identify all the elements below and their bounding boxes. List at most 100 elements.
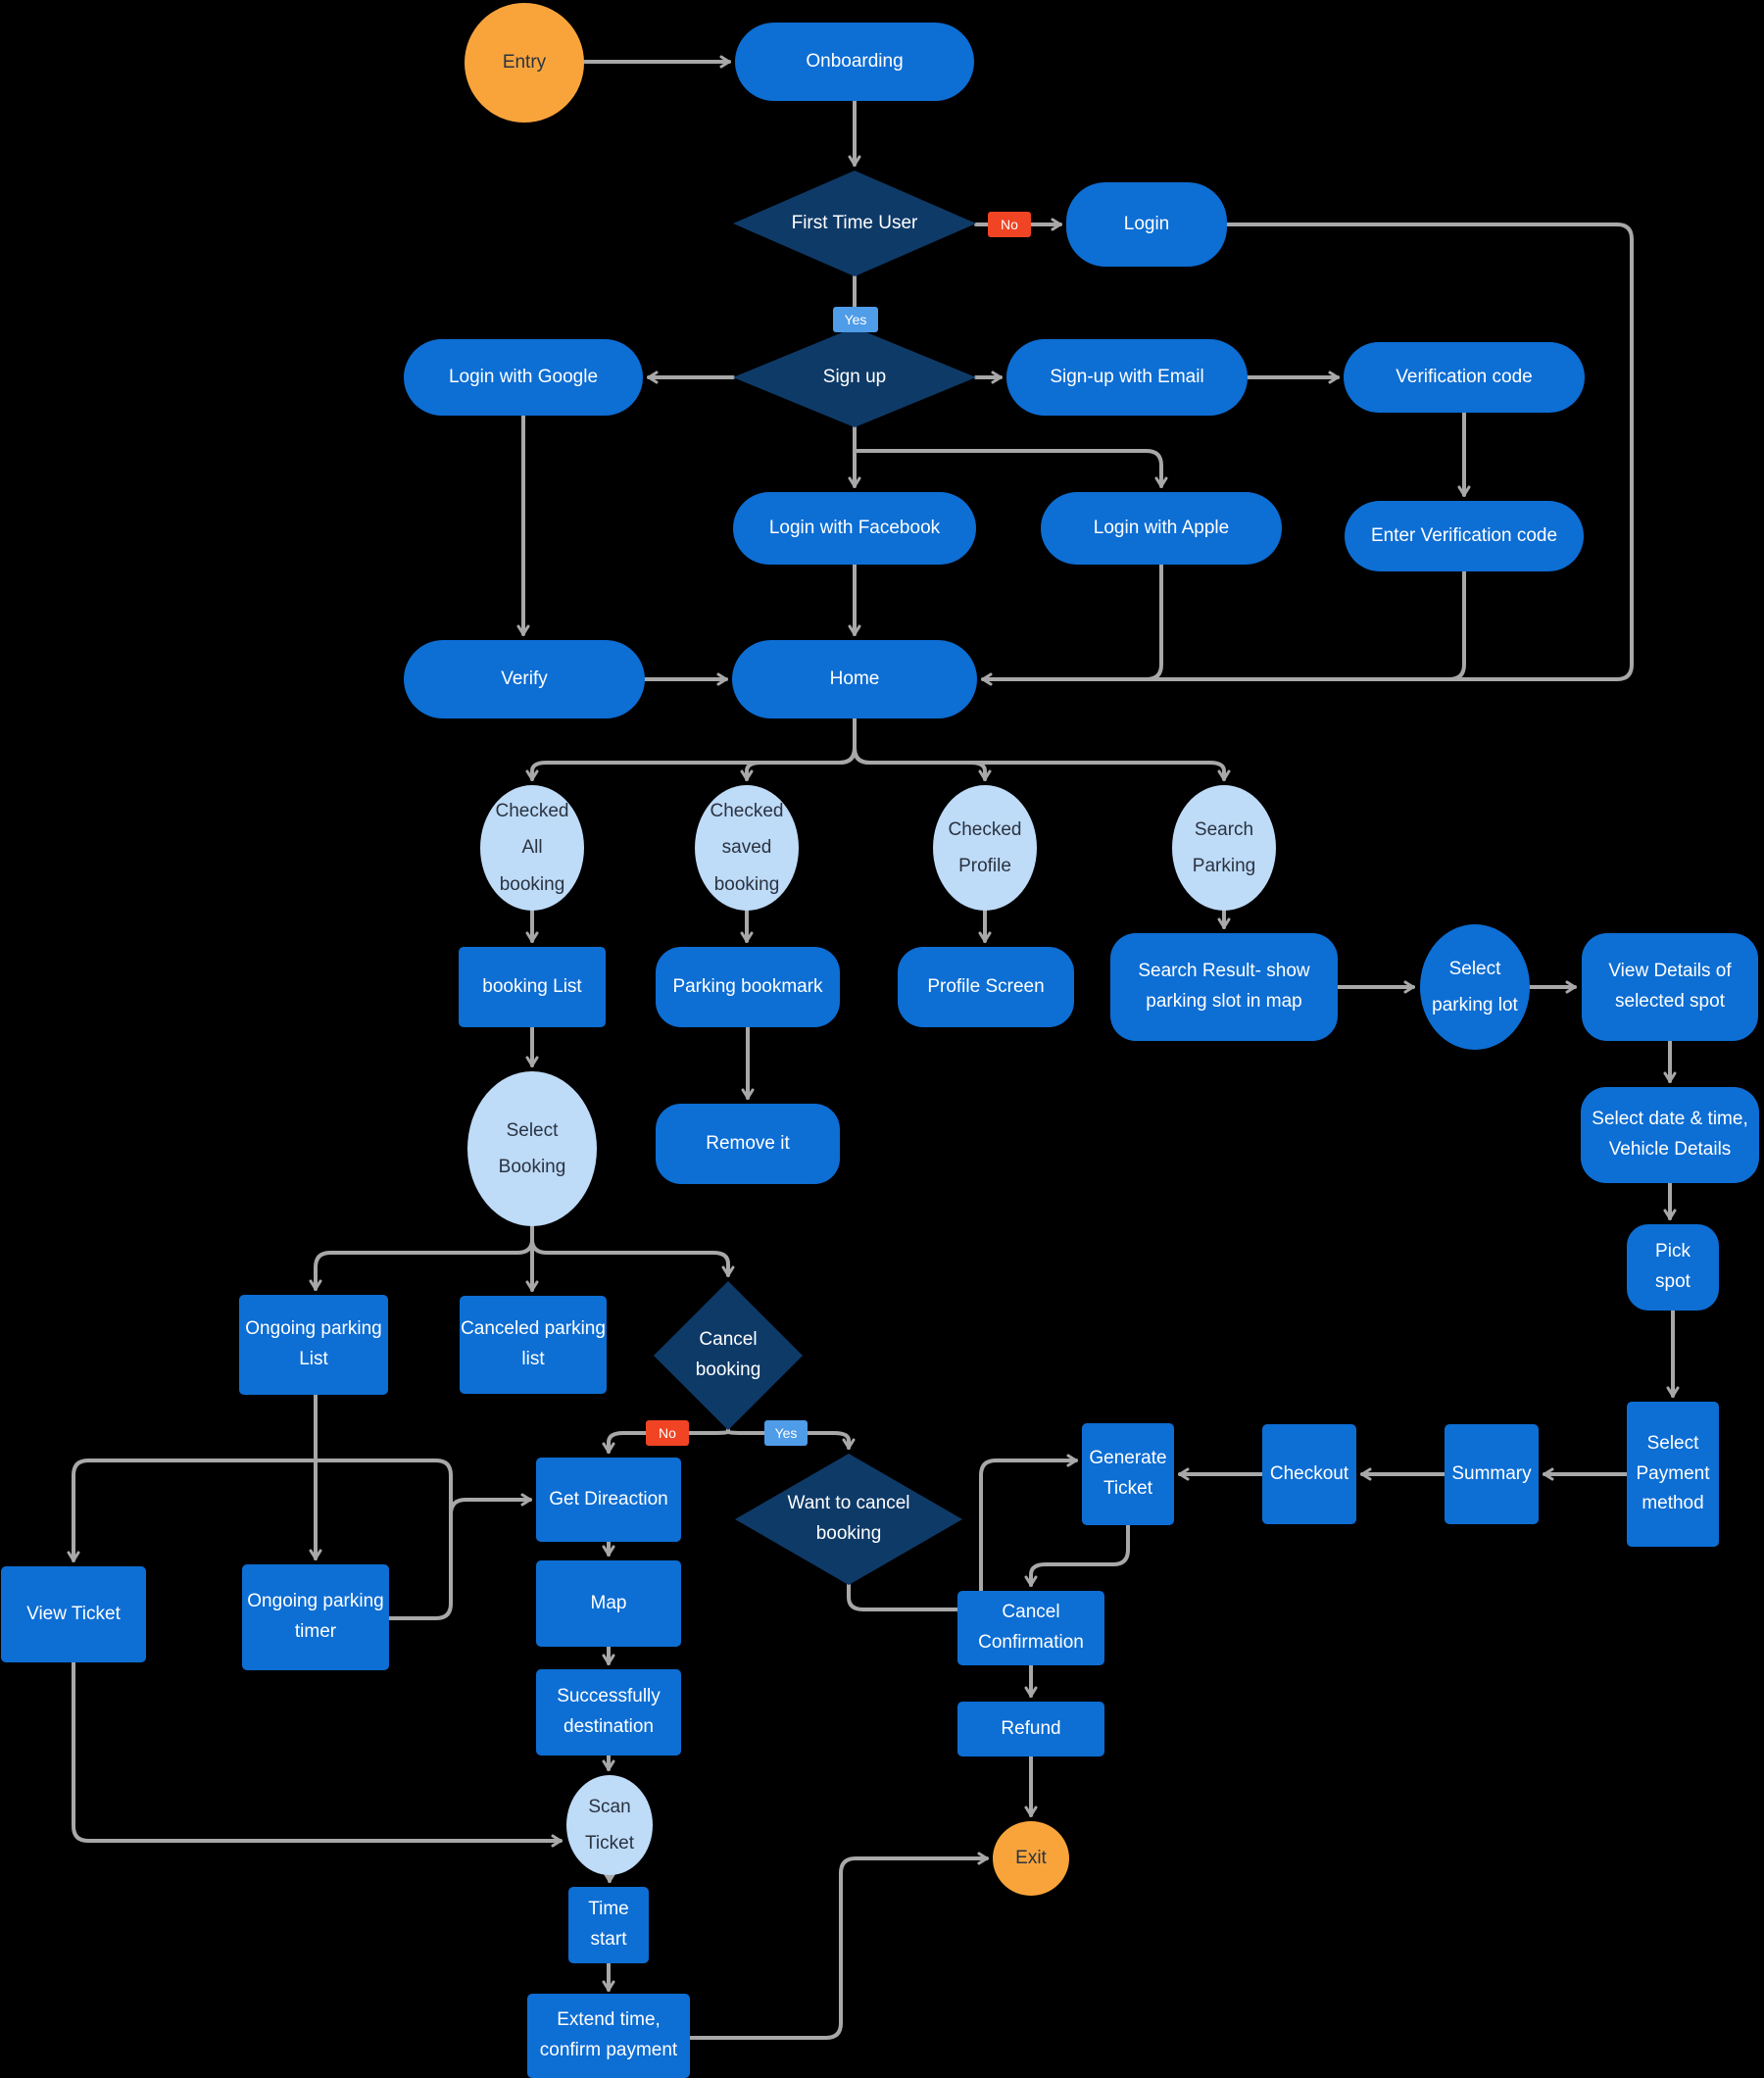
search-result-label: Search Result- show [1138,961,1310,982]
verify-node[interactable]: Verify [404,640,645,718]
login-with-facebook-node[interactable]: Login with Facebook [733,492,976,565]
onboarding-node[interactable]: Onboarding [735,23,974,101]
scan-ticket-label: Ticket [585,1833,634,1854]
want-to-cancel-booking-label: booking [815,1523,882,1544]
select-payment-method-label: Select [1646,1432,1699,1454]
login-with-apple-label: Login with Apple [1093,517,1230,538]
canceled-parking-list-label: Canceled parking [461,1318,606,1340]
profile-screen-label: Profile Screen [927,975,1045,997]
verification-code-label: Verification code [1396,366,1533,387]
select-date-time-label: Select date & time, [1592,1109,1748,1130]
pick-spot-node[interactable]: Pick spot [1627,1224,1719,1311]
extend-time-node[interactable]: Extend time,confirm payment [527,1994,690,2078]
pick-spot-label: Pick [1655,1241,1690,1262]
generate-ticket-label: Ticket [1103,1478,1152,1499]
exit-label: Exit [1015,1847,1047,1868]
view-ticket-node[interactable]: View Ticket [1,1566,146,1662]
login-with-apple-node[interactable]: Login with Apple [1041,492,1282,565]
pick-spot-label: spot [1655,1271,1690,1292]
login-label: Login [1123,213,1170,234]
edge-enter-verification-to-home [1429,569,1466,681]
refund-node[interactable]: Refund [957,1702,1104,1756]
parking-bookmark-node[interactable]: Parking bookmark [656,947,840,1027]
booking-list-label: booking List [482,975,582,997]
ongoing-parking-list-label: Ongoing parking [245,1318,382,1340]
checked-profile-label: Checked [948,818,1022,840]
select-parking-lot-label: Select [1448,958,1501,979]
scan-ticket-label: Scan [588,1796,631,1817]
parking-bookmark-label: Parking bookmark [672,975,823,997]
cancel-confirmation-label: Confirmation [978,1632,1084,1653]
checked-saved-booking-label: saved [721,837,772,859]
checked-all-booking-label: All [521,837,543,859]
sign-up-with-email-node[interactable]: Sign-up with Email [1006,339,1248,416]
home-node[interactable]: Home [732,640,977,718]
enter-verification-code-node[interactable]: Enter Verification code [1345,501,1584,571]
select-booking-label: Booking [498,1157,566,1177]
get-direaction-node[interactable]: Get Direaction [536,1458,681,1542]
checkout-node[interactable]: Checkout [1262,1424,1356,1524]
onboarding-label: Onboarding [806,50,904,72]
extend-time-label: confirm payment [539,2040,678,2060]
entry-node[interactable]: Entry [465,3,584,123]
remove-it-label: Remove it [706,1132,790,1154]
edge-junction-to-view-ticket [67,1459,453,1570]
profile-screen-node[interactable]: Profile Screen [898,947,1074,1027]
summary-label: Summary [1451,1462,1532,1484]
login-with-google-node[interactable]: Login with Google [404,339,643,416]
generate-ticket-label: Generate [1089,1448,1167,1469]
edge-login-apple-to-home [1125,563,1163,681]
login-with-facebook-label: Login with Facebook [768,517,941,538]
view-details-node[interactable]: View Details of selected spot [1582,933,1758,1041]
sign-up-with-email-label: Sign-up with Email [1050,366,1204,387]
select-payment-method-label: method [1642,1493,1704,1514]
search-parking-label: Parking [1192,856,1256,876]
booking-list-node[interactable]: booking List [459,947,606,1027]
select-date-time-node[interactable]: Select date & time,Vehicle Details [1581,1087,1759,1183]
login-node[interactable]: Login [1066,182,1227,267]
edge-home-to-checked-profile [853,717,992,781]
remove-it-node[interactable]: Remove it [656,1104,840,1184]
map-node[interactable]: Map [536,1560,681,1647]
edge-select-booking-to-cancel-booking [530,1224,735,1277]
home-label: Home [829,668,880,689]
time-start-label: Time [588,1899,629,1920]
successfully-destination-label: Successfully [557,1686,661,1707]
checked-saved-booking-label: Checked [710,801,784,822]
verification-code-node[interactable]: Verification code [1344,342,1585,413]
sign-up-label: Sign up [822,366,887,387]
get-direaction-label: Get Direaction [549,1488,668,1509]
refund-label: Refund [1001,1717,1061,1739]
edge-label-no-badge: No [988,212,1031,237]
view-details-label: View Details of [1608,961,1732,982]
edge-home-to-search-parking [853,717,1231,781]
enter-verification-code-label: Enter Verification code [1370,524,1558,546]
edge-generate-ticket-to-cancel-confirmation [1024,1523,1130,1587]
summary-node[interactable]: Summary [1445,1424,1539,1524]
cancel-booking-label: booking [695,1360,761,1380]
entry-label: Entry [502,51,547,73]
view-details-label: selected spot [1615,991,1725,1012]
edge-home-to-checked-saved-booking [740,717,857,781]
exit-node[interactable]: Exit [993,1821,1069,1896]
checked-all-booking-label: Checked [495,801,569,822]
edge-label-yes-badge: Yes [764,1420,808,1446]
